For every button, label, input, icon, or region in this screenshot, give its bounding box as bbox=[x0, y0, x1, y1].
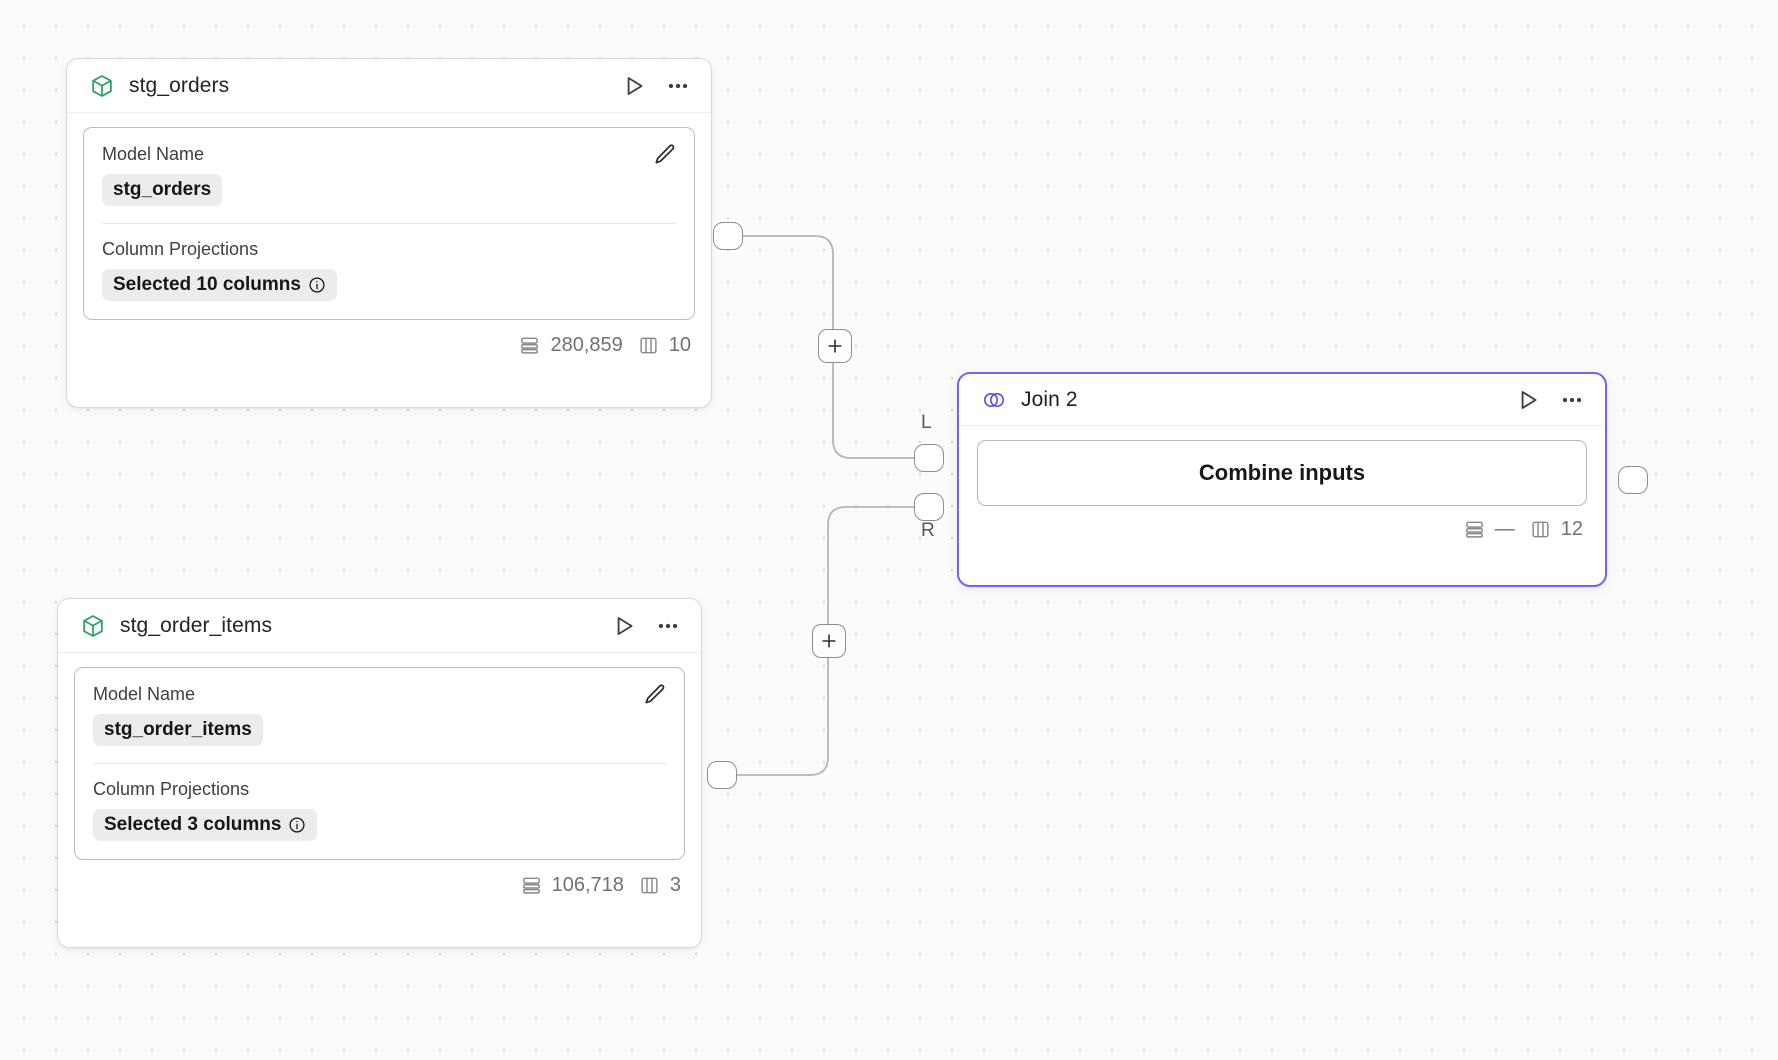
node-title: stg_orders bbox=[129, 73, 230, 97]
model-config-panel[interactable]: Model Name stg_orders Column Projections… bbox=[83, 127, 695, 320]
pencil-icon[interactable] bbox=[652, 142, 678, 168]
cube-icon bbox=[80, 613, 106, 639]
rows-icon bbox=[518, 334, 541, 357]
column-count-stat: 12 bbox=[1529, 518, 1583, 541]
column-projections-chip[interactable]: Selected 10 columns bbox=[102, 269, 337, 301]
row-count-stat: 280,859 bbox=[518, 334, 623, 357]
column-count-value: 3 bbox=[669, 874, 681, 896]
node-header[interactable]: stg_order_items bbox=[58, 599, 701, 653]
output-port-join-2[interactable] bbox=[1618, 466, 1648, 494]
columns-icon bbox=[638, 874, 661, 897]
node-stats: 280,859 10 bbox=[67, 320, 711, 371]
output-port-stg-order-items[interactable] bbox=[707, 761, 737, 789]
model-config-panel[interactable]: Model Name stg_order_items Column Projec… bbox=[74, 667, 685, 860]
node-body: Model Name stg_orders Column Projections… bbox=[67, 113, 711, 320]
row-count-stat: 106,718 bbox=[520, 874, 624, 897]
column-count-stat: 10 bbox=[637, 334, 691, 357]
row-count-stat: — bbox=[1463, 518, 1515, 541]
venn-icon bbox=[981, 387, 1007, 413]
node-join-2[interactable]: Join 2 Combine inputs bbox=[957, 372, 1607, 587]
column-projections-label: Column Projections bbox=[93, 779, 250, 799]
port-label-right: R bbox=[921, 520, 935, 541]
model-name-value: stg_orders bbox=[113, 179, 212, 200]
add-node-on-edge-bottom[interactable] bbox=[812, 624, 846, 658]
node-header[interactable]: stg_orders bbox=[67, 59, 711, 113]
column-count-value: 12 bbox=[1560, 518, 1583, 540]
rows-icon bbox=[1463, 518, 1486, 541]
node-body: Model Name stg_order_items Column Projec… bbox=[58, 653, 701, 860]
panel-divider bbox=[102, 223, 676, 224]
node-body: Combine inputs bbox=[959, 426, 1605, 506]
pencil-icon[interactable] bbox=[642, 682, 668, 708]
node-title: Join 2 bbox=[1021, 387, 1078, 411]
combine-inputs-button[interactable]: Combine inputs bbox=[977, 440, 1587, 506]
node-title: stg_order_items bbox=[120, 613, 273, 637]
output-port-stg-orders[interactable] bbox=[713, 222, 743, 250]
more-icon[interactable] bbox=[1559, 387, 1585, 413]
node-stats: 106,718 3 bbox=[58, 860, 701, 911]
column-count-value: 10 bbox=[668, 334, 691, 356]
panel-divider bbox=[93, 763, 666, 764]
column-count-stat: 3 bbox=[638, 874, 681, 897]
row-count-value: — bbox=[1494, 518, 1515, 540]
more-icon[interactable] bbox=[655, 613, 681, 639]
input-port-join-left[interactable] bbox=[914, 444, 944, 472]
add-node-on-edge-top[interactable] bbox=[818, 329, 852, 363]
info-icon[interactable] bbox=[308, 276, 326, 294]
model-name-chip[interactable]: stg_order_items bbox=[93, 714, 263, 746]
run-icon[interactable] bbox=[1515, 387, 1541, 413]
run-icon[interactable] bbox=[621, 73, 647, 99]
rows-icon bbox=[520, 874, 543, 897]
row-count-value: 106,718 bbox=[551, 874, 624, 896]
cube-icon bbox=[89, 73, 115, 99]
column-projections-label: Column Projections bbox=[102, 239, 259, 259]
info-icon[interactable] bbox=[288, 816, 306, 834]
column-projections-value: Selected 10 columns bbox=[113, 274, 301, 295]
columns-icon bbox=[637, 334, 660, 357]
node-header[interactable]: Join 2 bbox=[959, 374, 1605, 426]
columns-icon bbox=[1529, 518, 1552, 541]
model-name-label: Model Name bbox=[93, 684, 196, 704]
column-projections-chip[interactable]: Selected 3 columns bbox=[93, 809, 318, 841]
port-label-left: L bbox=[921, 412, 932, 433]
node-stg-order-items[interactable]: stg_order_items bbox=[57, 598, 702, 948]
model-name-label: Model Name bbox=[102, 144, 205, 164]
row-count-value: 280,859 bbox=[550, 334, 623, 356]
input-port-join-right[interactable] bbox=[914, 493, 944, 521]
node-stg-orders[interactable]: stg_orders bbox=[66, 58, 712, 408]
more-icon[interactable] bbox=[665, 73, 691, 99]
model-name-value: stg_order_items bbox=[104, 719, 252, 740]
model-name-chip[interactable]: stg_orders bbox=[102, 174, 223, 206]
node-stats: — 12 bbox=[959, 506, 1605, 553]
run-icon[interactable] bbox=[611, 613, 637, 639]
column-projections-value: Selected 3 columns bbox=[104, 814, 282, 835]
